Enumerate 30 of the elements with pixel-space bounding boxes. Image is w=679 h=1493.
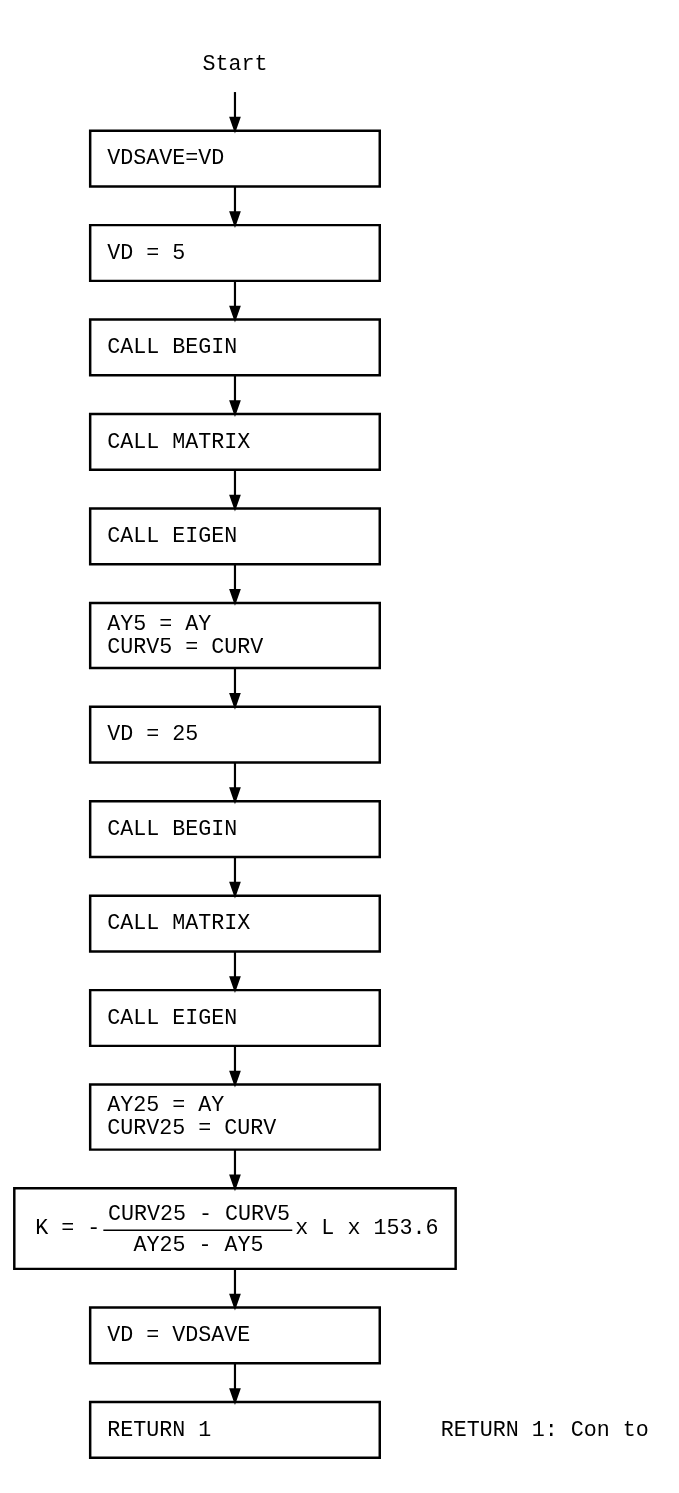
node-box: AY25 = AY CURV25 = CURV	[88, 1082, 381, 1151]
arrow	[229, 1045, 241, 1087]
node-text: Start	[202, 51, 268, 77]
node-box: VD = 5	[88, 223, 381, 282]
arrow	[229, 564, 241, 606]
arrow	[229, 374, 241, 417]
node-box: CALL EIGEN	[88, 506, 381, 565]
arrow	[229, 186, 241, 228]
arrow	[229, 280, 241, 322]
arrow	[229, 1362, 241, 1405]
node-box: K = - CURV25 - CURV5 x L x 153.6 AY25 - AY5	[13, 1186, 457, 1270]
node-box: CALL MATRIX	[88, 412, 381, 471]
node-box: CALL BEGIN	[88, 799, 381, 858]
arrow	[229, 469, 241, 511]
arrow	[229, 762, 241, 804]
node-box: VD = 25	[88, 705, 381, 764]
arrow	[229, 856, 241, 899]
node-box: CALL EIGEN	[88, 988, 381, 1047]
label: RETURN 1: Con to	[440, 1417, 649, 1443]
arrow	[229, 951, 241, 993]
arrow	[229, 668, 241, 710]
node-box: AY5 = AY CURV5 = CURV	[88, 601, 381, 669]
node-box: VD = VDSAVE	[88, 1305, 381, 1365]
arrow	[229, 1268, 241, 1310]
node-box: CALL MATRIX	[88, 893, 381, 953]
node-box: CALL BEGIN	[88, 317, 381, 377]
node-box: RETURN 1	[88, 1400, 381, 1459]
arrow	[229, 1149, 241, 1191]
node-box: VDSAVE=VD	[88, 128, 381, 188]
arrow	[229, 91, 241, 134]
